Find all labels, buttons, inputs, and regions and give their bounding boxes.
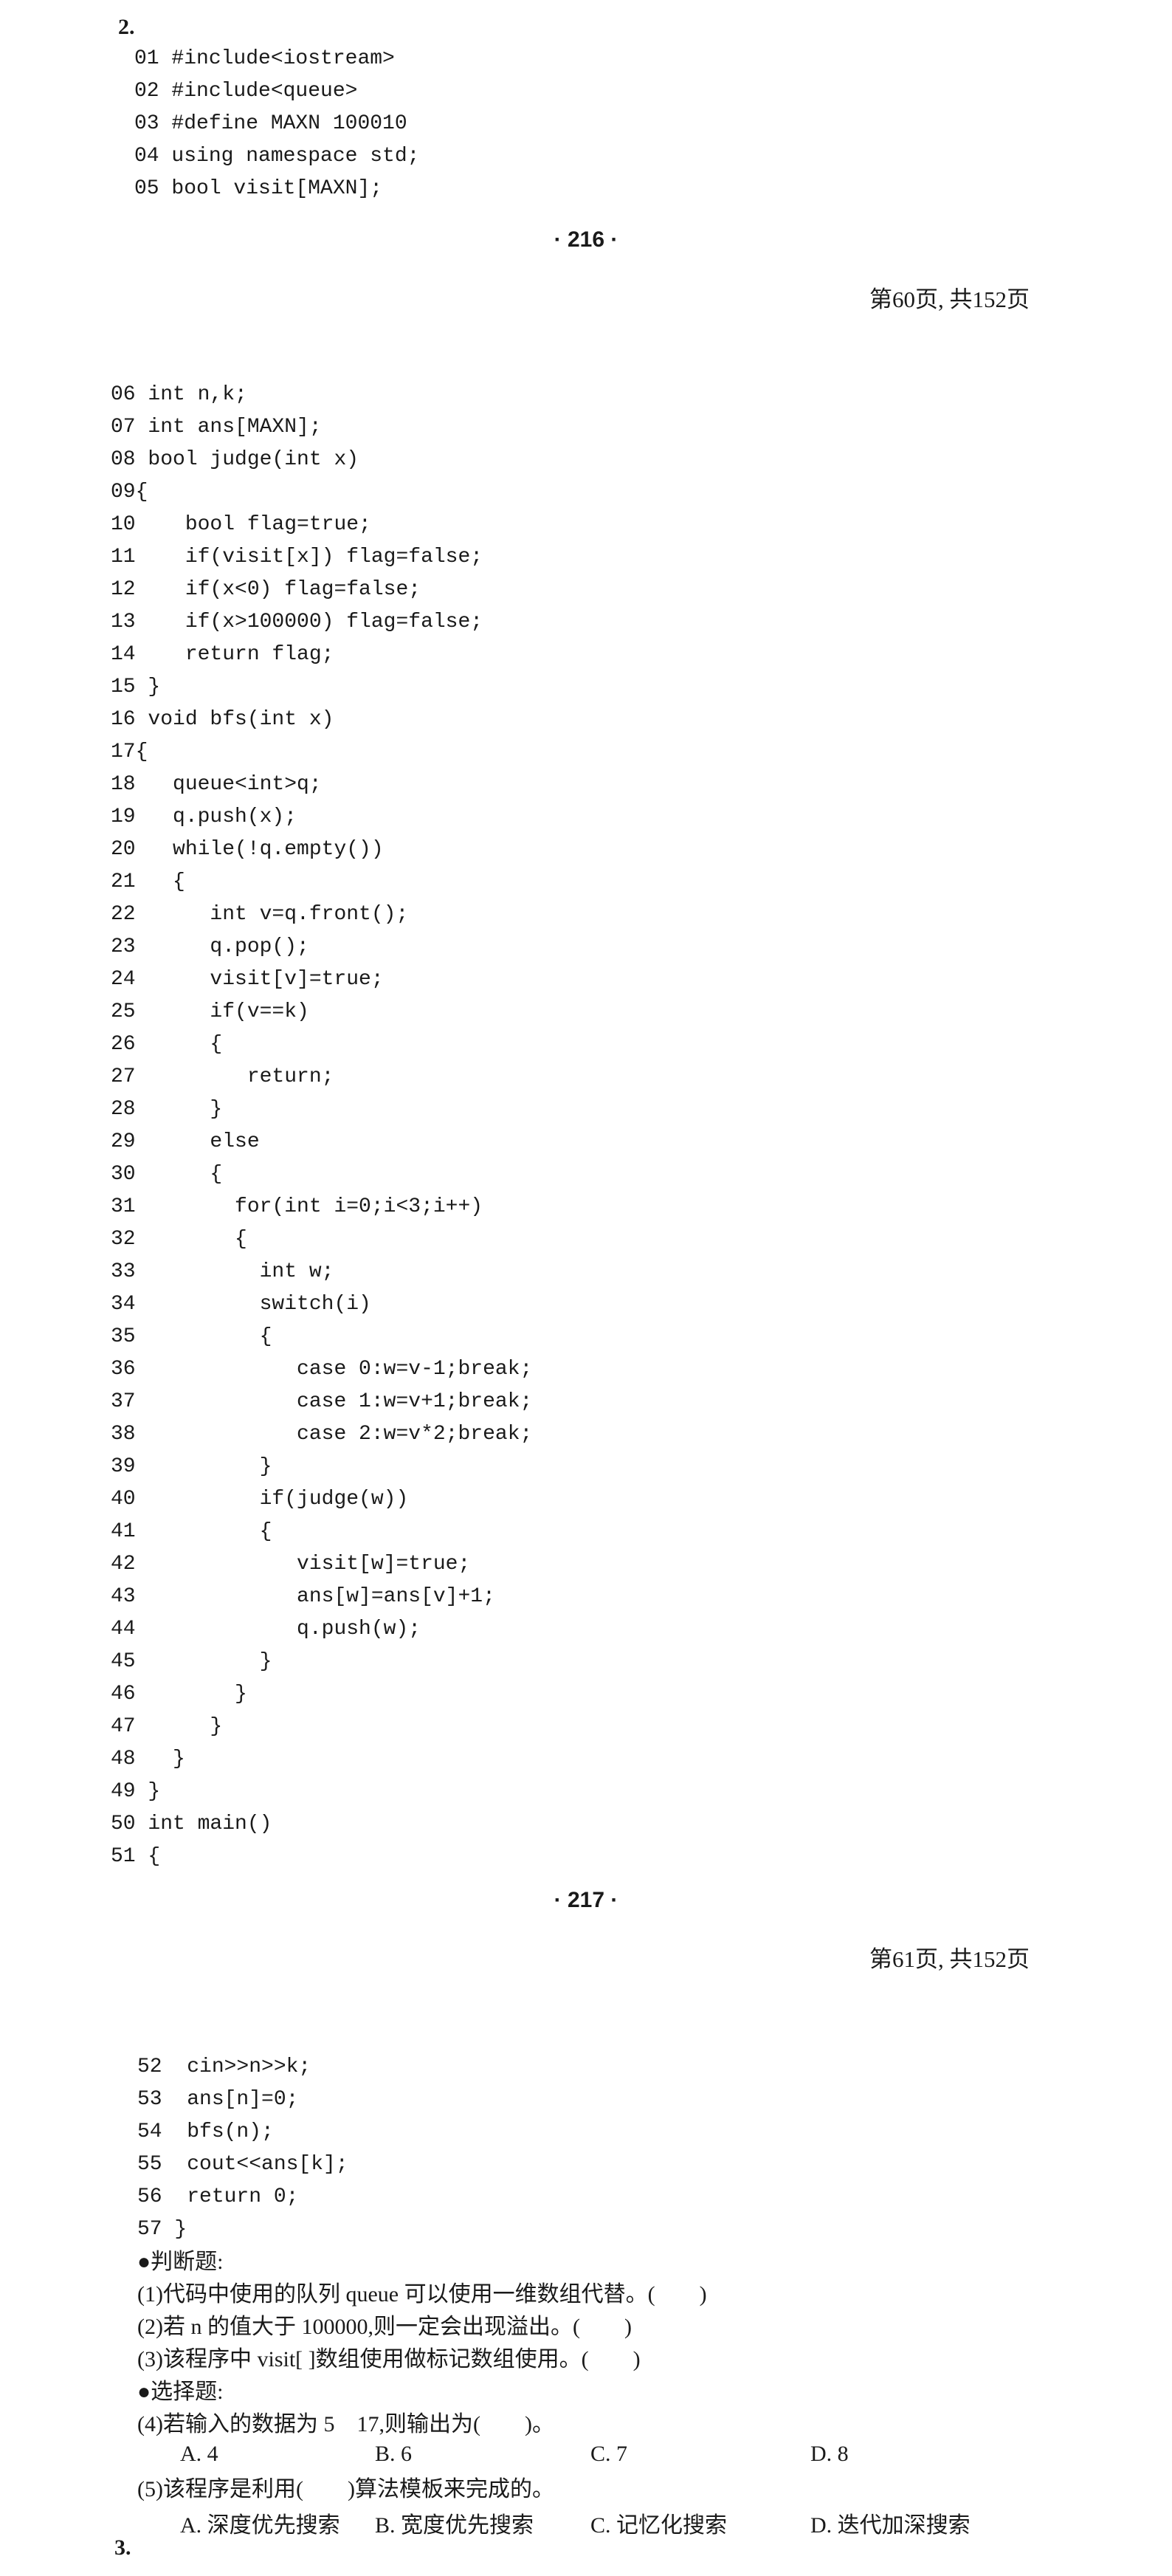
code-line: 48 } <box>111 1748 185 1770</box>
code-line: 19 q.push(x); <box>111 806 297 828</box>
code-line: 01 #include<iostream> <box>134 47 395 70</box>
code-line: 28 } <box>111 1098 223 1121</box>
code-line: 18 queue<int>q; <box>111 773 322 796</box>
code-line: 26 { <box>111 1033 223 1056</box>
code-line: 20 while(!q.empty()) <box>111 838 384 861</box>
code-line: 21 { <box>111 870 185 893</box>
q5-option-d: D. 迭代加深搜索 <box>810 2513 971 2538</box>
code-line: 23 q.pop(); <box>111 935 309 958</box>
code-line: 49 } <box>111 1780 161 1803</box>
code-line: 12 if(x<0) flag=false; <box>111 578 421 601</box>
mc-question-5: (5)该程序是利用( )算法模板来完成的。 <box>137 2477 554 2501</box>
code-line: 09{ <box>111 481 148 504</box>
code-line: 16 void bfs(int x) <box>111 708 334 731</box>
code-line: 31 for(int i=0;i<3;i++) <box>111 1195 483 1218</box>
code-line: 47 } <box>111 1715 223 1738</box>
tf-question-3: (3)该程序中 visit[ ]数组使用做标记数组使用。( ) <box>137 2347 641 2371</box>
code-line: 36 case 0:w=v-1;break; <box>111 1358 533 1381</box>
tf-question-2: (2)若 n 的值大于 100000,则一定会出现溢出。( ) <box>137 2315 632 2339</box>
code-line: 22 int v=q.front(); <box>111 903 409 926</box>
section-2-number: 2. <box>118 15 135 39</box>
code-line: 13 if(x>100000) flag=false; <box>111 611 483 633</box>
q4-option-a: A. 4 <box>180 2442 218 2466</box>
q5-option-b: B. 宽度优先搜索 <box>375 2513 534 2538</box>
code-line: 30 { <box>111 1163 223 1186</box>
code-line: 41 { <box>111 1520 272 1543</box>
q4-option-b: B. 6 <box>375 2442 413 2466</box>
code-line: 44 q.push(w); <box>111 1618 421 1641</box>
code-line: 07 int ans[MAXN]; <box>111 416 322 439</box>
code-line: 10 bool flag=true; <box>111 513 371 536</box>
code-line: 51 { <box>111 1845 161 1868</box>
clipped-bottom-line <box>140 2568 362 2576</box>
code-line: 40 if(judge(w)) <box>111 1488 409 1511</box>
q5-option-c: C. 记忆化搜索 <box>590 2513 728 2538</box>
code-line: 34 switch(i) <box>111 1293 371 1316</box>
code-line: 14 return flag; <box>111 643 334 666</box>
code-line: 55 cout<<ans[k]; <box>137 2153 348 2176</box>
code-line: 29 else <box>111 1130 260 1153</box>
page-count-60: 第60页, 共152页 <box>869 286 1030 312</box>
code-line: 57 } <box>137 2218 187 2241</box>
code-line: 33 int w; <box>111 1260 334 1283</box>
code-line: 06 int n,k; <box>111 383 247 406</box>
code-line: 54 bfs(n); <box>137 2120 274 2143</box>
tf-header: ●判断题: <box>137 2250 224 2274</box>
mc-question-4: (4)若输入的数据为 5 17,则输出为( )。 <box>137 2412 554 2436</box>
code-line: 37 case 1:w=v+1;break; <box>111 1390 533 1413</box>
section-3-number: 3. <box>114 2535 131 2560</box>
code-line: 15 } <box>111 676 161 698</box>
code-line: 46 } <box>111 1683 247 1706</box>
code-line: 45 } <box>111 1650 272 1673</box>
code-line: 35 { <box>111 1325 272 1348</box>
code-line: 32 { <box>111 1228 247 1251</box>
q4-option-d: D. 8 <box>810 2442 849 2466</box>
code-line: 17{ <box>111 741 148 763</box>
page-count-61: 第61页, 共152页 <box>869 1946 1030 1972</box>
code-line: 27 return; <box>111 1065 334 1088</box>
q5-option-a: A. 深度优先搜索 <box>180 2513 340 2538</box>
mc-header: ●选择题: <box>137 2380 224 2404</box>
code-line: 04 using namespace std; <box>134 145 420 168</box>
code-line: 39 } <box>111 1455 272 1478</box>
code-line: 03 #define MAXN 100010 <box>134 112 407 135</box>
tf-question-1: (1)代码中使用的队列 queue 可以使用一维数组代替。( ) <box>137 2282 707 2307</box>
code-line: 05 bool visit[MAXN]; <box>134 177 383 200</box>
code-line: 50 int main() <box>111 1813 272 1835</box>
code-line: 02 #include<queue> <box>134 80 358 103</box>
code-line: 08 bool judge(int x) <box>111 448 359 471</box>
code-line: 52 cin>>n>>k; <box>137 2055 311 2078</box>
code-line: 25 if(v==k) <box>111 1000 309 1023</box>
code-line: 38 case 2:w=v*2;break; <box>111 1423 533 1446</box>
code-line: 43 ans[w]=ans[v]+1; <box>111 1585 495 1608</box>
page-marker-217: · 217 · <box>554 1888 618 1912</box>
q4-option-c: C. 7 <box>590 2442 628 2466</box>
code-line: 53 ans[n]=0; <box>137 2088 299 2111</box>
page-marker-216: · 216 · <box>554 227 618 252</box>
code-line: 24 visit[v]=true; <box>111 968 384 991</box>
code-line: 11 if(visit[x]) flag=false; <box>111 546 483 569</box>
code-line: 56 return 0; <box>137 2185 299 2208</box>
code-line: 42 visit[w]=true; <box>111 1553 471 1576</box>
